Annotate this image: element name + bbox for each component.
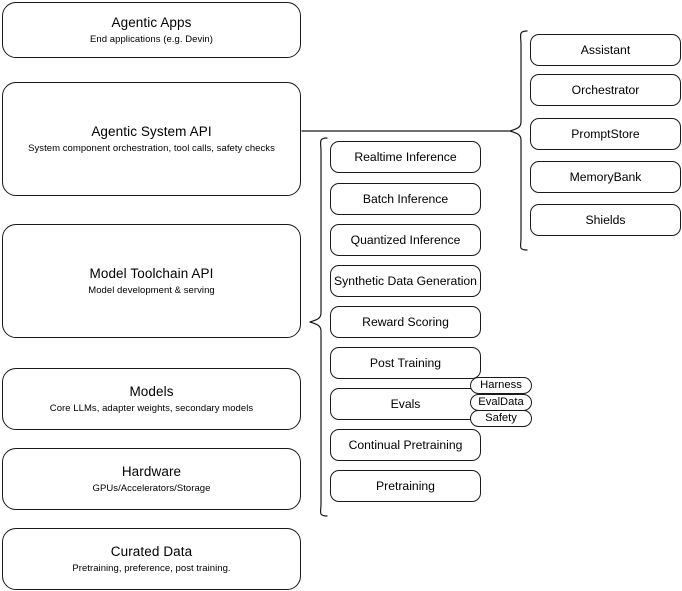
toolchain-item-evals[interactable]: Evals — [330, 388, 481, 420]
toolchain-item-label: Batch Inference — [362, 191, 449, 206]
toolchain-item-realtime-inference[interactable]: Realtime Inference — [330, 141, 481, 173]
eval-tag-harness[interactable]: Harness — [470, 377, 532, 394]
layer-box-model-toolchain-api[interactable]: Model Toolchain API Model development & … — [2, 224, 301, 338]
layer-title: Hardware — [121, 464, 182, 479]
layer-subtitle: End applications (e.g. Devin) — [90, 34, 213, 45]
toolchain-item-label: Post Training — [369, 355, 442, 370]
system-item-assistant[interactable]: Assistant — [530, 34, 681, 66]
layer-box-curated-data[interactable]: Curated Data Pretraining, preference, po… — [2, 528, 301, 590]
toolchain-item-post-training[interactable]: Post Training — [330, 347, 481, 379]
layer-box-hardware[interactable]: Hardware GPUs/Accelerators/Storage — [2, 448, 301, 510]
toolchain-item-label: Reward Scoring — [362, 314, 449, 329]
toolchain-item-synthetic-data-generation[interactable]: Synthetic Data Generation — [330, 265, 481, 297]
eval-tag-safety[interactable]: Safety — [470, 410, 532, 427]
layer-title: Model Toolchain API — [89, 266, 214, 281]
system-item-promptstore[interactable]: PromptStore — [530, 118, 681, 150]
toolchain-item-label: Pretraining — [376, 478, 435, 493]
layer-subtitle: Model development & serving — [88, 285, 215, 296]
layer-subtitle: GPUs/Accelerators/Storage — [92, 483, 211, 494]
layer-box-agentic-system-api[interactable]: Agentic System API System component orch… — [2, 82, 301, 196]
toolchain-item-label: Synthetic Data Generation — [334, 273, 477, 288]
system-item-label: Shields — [585, 212, 626, 227]
layer-title: Curated Data — [110, 544, 193, 559]
toolchain-item-quantized-inference[interactable]: Quantized Inference — [330, 224, 481, 256]
system-item-orchestrator[interactable]: Orchestrator — [530, 74, 681, 106]
toolchain-item-continual-pretraining[interactable]: Continual Pretraining — [330, 429, 481, 461]
layer-title: Models — [129, 384, 174, 399]
system-components-brace — [509, 30, 528, 251]
toolchain-item-pretraining[interactable]: Pretraining — [330, 470, 481, 502]
toolchain-items-brace — [309, 137, 328, 517]
layer-box-models[interactable]: Models Core LLMs, adapter weights, secon… — [2, 368, 301, 430]
toolchain-item-batch-inference[interactable]: Batch Inference — [330, 183, 481, 215]
toolchain-item-label: Realtime Inference — [354, 149, 457, 164]
system-item-label: Orchestrator — [571, 82, 640, 97]
toolchain-item-reward-scoring[interactable]: Reward Scoring — [330, 306, 481, 338]
system-item-label: PromptStore — [571, 126, 640, 141]
system-item-memorybank[interactable]: MemoryBank — [530, 161, 681, 193]
layer-title: Agentic Apps — [111, 15, 192, 30]
system-item-label: MemoryBank — [569, 169, 642, 184]
system-item-shields[interactable]: Shields — [530, 204, 681, 236]
layer-subtitle: Core LLMs, adapter weights, secondary mo… — [49, 403, 254, 414]
toolchain-item-label: Evals — [390, 396, 421, 411]
layer-subtitle: Pretraining, preference, post training. — [72, 563, 231, 574]
layer-box-agentic-apps[interactable]: Agentic Apps End applications (e.g. Devi… — [2, 2, 301, 58]
toolchain-item-label: Quantized Inference — [350, 232, 461, 247]
toolchain-item-label: Continual Pretraining — [348, 437, 463, 452]
eval-tag-evaldata[interactable]: EvalData — [470, 394, 532, 411]
layer-subtitle: System component orchestration, tool cal… — [28, 143, 275, 154]
layer-title: Agentic System API — [91, 124, 212, 139]
system-item-label: Assistant — [580, 42, 631, 57]
